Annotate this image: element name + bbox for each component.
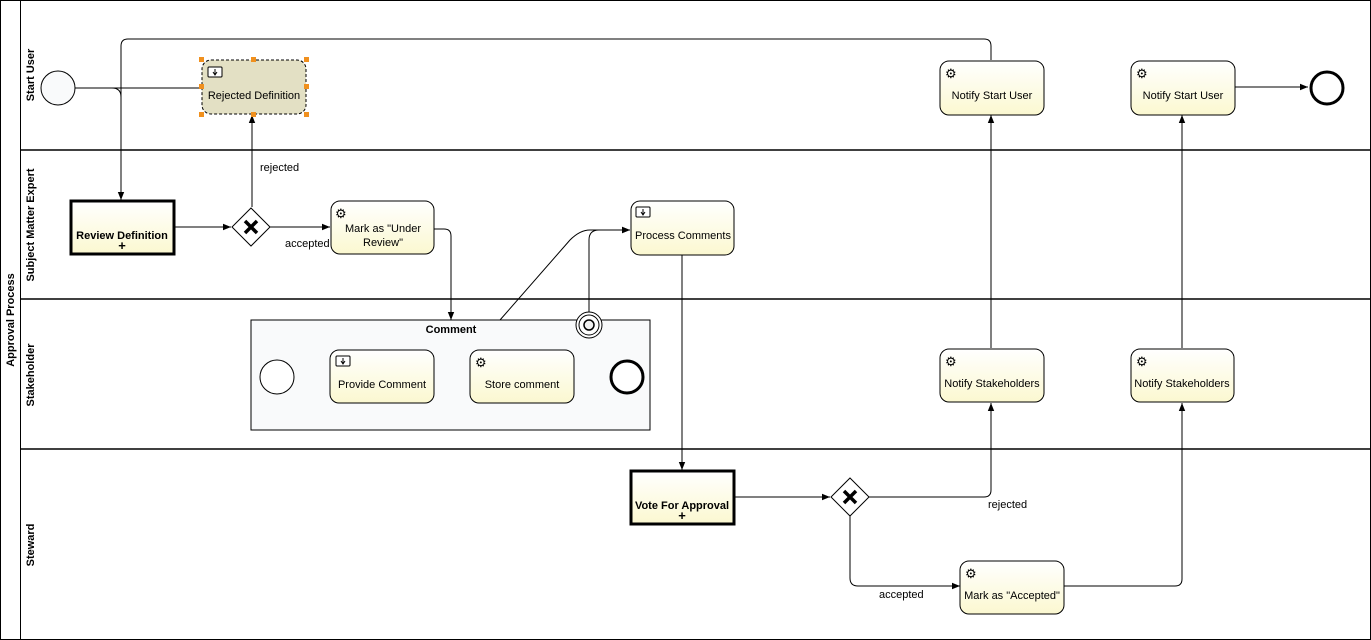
gear-icon: ⚙ [945, 354, 957, 369]
task-label-line-1: Mark as "Under [345, 223, 421, 235]
sequence-flows [75, 38, 1308, 590]
task-label: Notify Stakeholders [1134, 378, 1230, 390]
flow-label-accepted-2: accepted [879, 589, 924, 601]
task-label: Notify Start User [952, 90, 1033, 102]
x-icon [842, 489, 858, 505]
task-mark-under-review[interactable]: ⚙ Mark as "Under Review" [330, 200, 435, 255]
gear-icon: ⚙ [335, 206, 347, 221]
flow-timer-to-process[interactable] [588, 226, 630, 313]
flow-gateway2-rejected[interactable] [869, 403, 995, 498]
end-event[interactable] [1309, 70, 1345, 106]
gear-icon: ⚙ [1136, 66, 1148, 81]
plus-icon: + [678, 508, 686, 523]
task-mark-accepted[interactable]: ⚙ Mark as "Accepted" [959, 560, 1065, 615]
subprocess-label: Comment [426, 324, 477, 336]
lane-steward[interactable]: Steward [25, 524, 37, 567]
task-review-definition[interactable]: Review Definition + [69, 199, 176, 256]
flow-label-rejected-1: rejected [260, 162, 299, 174]
gear-icon: ⚙ [945, 66, 957, 81]
task-label: Notify Start User [1143, 90, 1224, 102]
lane-label-stakeholder: Stakeholder [25, 343, 37, 407]
task-store-comment[interactable]: ⚙ Store comment [469, 349, 575, 404]
task-label: Provide Comment [338, 379, 426, 391]
lane-stakeholder[interactable]: Stakeholder [20, 343, 1371, 450]
task-label: Mark as "Accepted" [964, 590, 1060, 602]
flow-mark-accepted-to-notify[interactable] [1064, 403, 1186, 587]
selection-handles[interactable] [199, 57, 309, 117]
task-label: Process Comments [635, 230, 731, 242]
flow-mark-review-to-comment[interactable] [434, 228, 455, 320]
flow-label-accepted-1: accepted [285, 238, 330, 250]
task-label: Store comment [485, 379, 560, 391]
boundary-event[interactable] [575, 311, 603, 339]
x-icon [243, 219, 259, 235]
flow-label-rejected-2: rejected [988, 499, 1027, 511]
exclusive-gateway-1[interactable] [231, 207, 271, 247]
plus-icon: + [118, 238, 126, 253]
task-rejected-definition[interactable]: Rejected Definition [199, 57, 309, 117]
lane-label-subject-matter-expert: Subject Matter Expert [25, 168, 37, 281]
task-provide-comment[interactable]: Provide Comment [329, 349, 435, 404]
exclusive-gateway-2[interactable] [830, 477, 870, 517]
gear-icon: ⚙ [475, 355, 487, 370]
task-label: Notify Stakeholders [944, 378, 1040, 390]
task-label-line-2: Review" [363, 237, 403, 249]
lane-label-start-user: Start User [25, 48, 37, 101]
subprocess-comment[interactable]: Comment [250, 319, 651, 431]
subprocess-start-event[interactable] [259, 359, 295, 395]
flow-comment-to-process[interactable] [499, 226, 630, 321]
task-notify-stakeholders-1[interactable]: ⚙ Notify Stakeholders [939, 348, 1045, 403]
flow-gateway2-accepted[interactable] [849, 516, 960, 590]
task-notify-start-user-1[interactable]: ⚙ Notify Start User [939, 60, 1045, 116]
subprocess-end-event[interactable] [609, 359, 645, 395]
task-label: Vote For Approval [635, 500, 729, 512]
lane-label-steward: Steward [25, 524, 37, 567]
task-label: Review Definition [76, 230, 168, 242]
task-notify-start-user-2[interactable]: ⚙ Notify Start User [1130, 60, 1236, 116]
lane-start-user[interactable]: Start User [20, 48, 1371, 151]
gear-icon: ⚙ [965, 566, 977, 581]
lane-subject-matter-expert[interactable]: Subject Matter Expert [20, 168, 1371, 300]
task-label: Rejected Definition [208, 90, 300, 102]
pool-label: Approval Process [5, 273, 17, 367]
flow-notify-start-user-loop[interactable] [120, 38, 992, 200]
start-event[interactable] [40, 70, 76, 106]
task-notify-stakeholders-2[interactable]: ⚙ Notify Stakeholders [1130, 348, 1235, 403]
task-process-comments[interactable]: Process Comments [630, 200, 735, 256]
task-vote-for-approval[interactable]: Vote For Approval + [629, 469, 736, 526]
gear-icon: ⚙ [1136, 354, 1148, 369]
